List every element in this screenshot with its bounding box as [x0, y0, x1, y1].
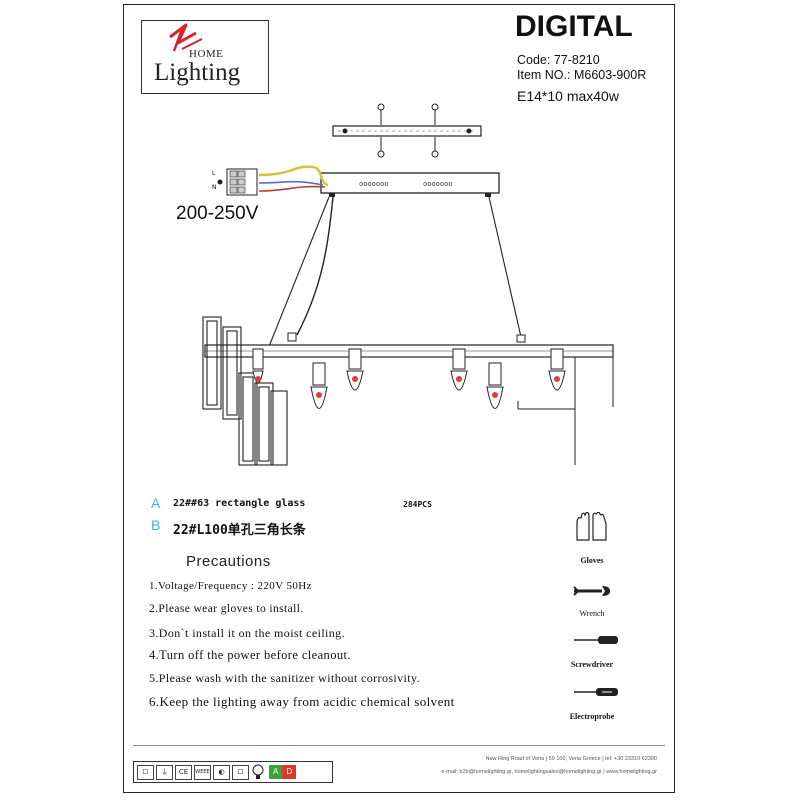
energy-class-a: A	[269, 765, 283, 779]
part-a-description: 22##63 rectangle glass	[173, 498, 306, 509]
terminal-label-l: L	[212, 170, 216, 177]
cert-mark-3: CE	[175, 764, 192, 780]
cert-mark-4: WEEE	[194, 764, 211, 780]
bulb-5	[486, 362, 504, 409]
footer-address: New Ring Road of Veria | 59 100, Veria G…	[485, 756, 658, 762]
brand-logo: HOME Lighting	[141, 20, 269, 94]
bulb-3	[346, 348, 364, 391]
bulb-1	[252, 348, 264, 384]
cert-mark-6: ☐	[232, 764, 249, 780]
part-b-letter: B	[151, 517, 161, 533]
product-code: Code: 77-8210	[517, 53, 600, 67]
terminal-label-n: N	[212, 184, 217, 191]
bulb-2	[310, 362, 328, 409]
bulb-6	[548, 348, 566, 391]
electroprobe-icon	[574, 688, 618, 696]
logo-mark-icon	[169, 23, 203, 52]
bulb-holders	[252, 348, 566, 409]
main-frame	[204, 344, 614, 465]
energy-class-d: D	[282, 765, 297, 779]
spec-sheet	[123, 4, 675, 793]
part-a-quantity: 284PCS	[403, 500, 432, 509]
cert-mark-1: ☐	[137, 764, 154, 780]
svg-text:ooooooo: ooooooo	[423, 180, 453, 188]
cert-mark-5: ◐	[213, 764, 230, 780]
precautions-title: Precautions	[186, 553, 271, 570]
part-a-letter: A	[151, 495, 161, 511]
product-title: DIGITAL	[515, 10, 633, 43]
fixture-drawing: ooooooo ooooooo	[202, 103, 614, 466]
ceiling-canopy: ooooooo ooooooo	[320, 172, 500, 197]
part-b-description: 22#L100单孔三角长条	[173, 523, 306, 538]
energy-label: A D	[269, 765, 297, 779]
logo-lighting-text: Lighting	[154, 59, 241, 86]
gloves-icon	[576, 512, 607, 541]
terminal-labels: L N	[212, 170, 217, 191]
screwdriver-icon	[574, 636, 618, 644]
tool-label-gloves: Gloves	[580, 556, 604, 565]
wrench-icon	[573, 586, 610, 596]
tool-label-wrench: Wrench	[579, 609, 605, 618]
cert-mark-2: ⏚	[156, 764, 173, 780]
precaution-item-1: 1.Voltage/Frequency : 220V 50Hz	[149, 580, 312, 592]
item-number: Item NO.: M6603-900R	[517, 68, 647, 82]
precaution-item-2: 2.Please wear gloves to install.	[149, 603, 304, 615]
mounting-bracket	[332, 103, 482, 158]
bulb-4	[450, 348, 468, 391]
bulb-spec: E14*10 max40w	[517, 88, 619, 104]
certification-strip: ☐ ⏚ CE WEEE ◐ ☐ A D	[133, 761, 333, 783]
precaution-item-4: 4.Turn off the power before cleanout.	[149, 648, 351, 662]
tool-label-screwdriver: Screwdriver	[570, 660, 614, 669]
footer-divider	[133, 745, 665, 746]
precaution-item-6: 6.Keep the lighting away from acidic che…	[149, 694, 455, 709]
tool-label-electroprobe: Electroprobe	[569, 712, 615, 721]
suspension-cables	[267, 196, 526, 350]
supply-wires	[217, 165, 329, 196]
precaution-item-3: 3.Don`t install it on the moist ceiling.	[149, 626, 345, 640]
precaution-item-5: 5.Please wash with the sanitizer without…	[149, 671, 421, 685]
glass-panels	[202, 316, 288, 466]
bulb-icon	[252, 764, 264, 779]
svg-text:ooooooo: ooooooo	[359, 180, 389, 188]
footer-email: e-mail: b2b@homelighting.gr, homelightin…	[441, 769, 657, 775]
logo-home-text: HOME	[189, 48, 224, 60]
voltage-label: 200-250V	[176, 203, 259, 224]
